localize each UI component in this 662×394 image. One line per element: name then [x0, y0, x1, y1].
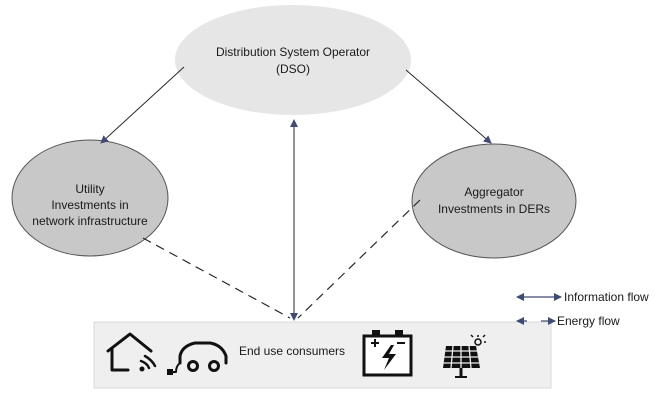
solar-panel-icon	[443, 334, 486, 378]
aggregator-energy-dashed-line	[297, 199, 421, 319]
utility-label-line1: Utility	[75, 182, 104, 196]
legend: Information flow Energy flow	[516, 290, 649, 328]
dso-node	[175, 5, 411, 115]
energy-flow-legend-label: Energy flow	[557, 314, 620, 328]
dso-label-line1: Distribution System Operator	[216, 45, 370, 59]
battery-icon	[362, 330, 413, 377]
aggregator-label-line2: Investments in DERs	[438, 202, 550, 216]
aggregator-label-line1: Aggregator	[464, 185, 523, 199]
utility-label-line2: Investments in	[51, 198, 128, 212]
electric-car-icon	[167, 341, 228, 375]
aggregator-node	[411, 143, 577, 259]
smart-home-wifi-icon	[106, 332, 157, 372]
utility-node	[11, 139, 169, 257]
utility-label-line3: network infrastructure	[32, 214, 148, 228]
consumers-label: End use consumers	[239, 344, 345, 358]
dso-to-utility-arrow	[100, 66, 185, 144]
dso-to-aggregator-arrow	[405, 69, 492, 144]
information-flow-legend-label: Information flow	[564, 290, 649, 304]
dso-label-line2: (DSO)	[276, 62, 310, 76]
utility-energy-dashed-line	[142, 237, 291, 319]
